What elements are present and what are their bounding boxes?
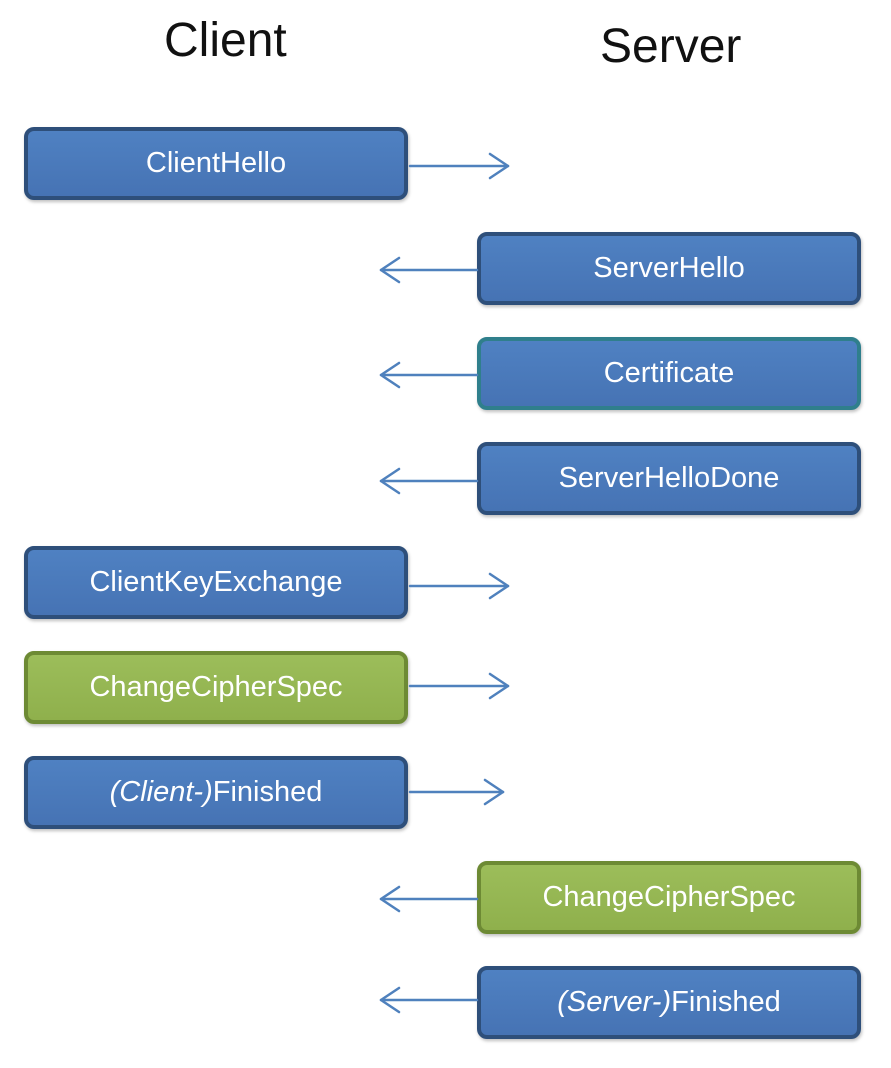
arrow-client-finished xyxy=(408,778,505,806)
client-key-exchange-box: ClientKeyExchange xyxy=(24,546,408,619)
change-cipher-spec-client-label: ChangeCipherSpec xyxy=(89,671,343,703)
change-cipher-spec-client-box: ChangeCipherSpec xyxy=(24,651,408,724)
arrow-server-hello xyxy=(379,256,479,284)
arrow-client-hello xyxy=(408,152,510,180)
client-finished-prefix: (Client-) xyxy=(109,776,213,808)
server-hello-done-box: ServerHelloDone xyxy=(477,442,861,515)
client-hello-label: ClientHello xyxy=(145,147,287,179)
server-hello-done-label: ServerHelloDone xyxy=(558,462,780,494)
server-finished-label: Finished xyxy=(671,986,781,1018)
client-column-title: Client xyxy=(164,14,287,67)
arrow-change-cipher-spec-server xyxy=(379,885,479,913)
client-finished-box: (Client-)Finished xyxy=(24,756,408,829)
server-hello-label: ServerHello xyxy=(593,252,745,284)
arrow-change-cipher-spec-client xyxy=(408,672,510,700)
arrow-server-hello-done xyxy=(379,467,479,495)
server-finished-box: (Server-)Finished xyxy=(477,966,861,1039)
certificate-label: Certificate xyxy=(603,357,735,389)
server-column-title: Server xyxy=(600,20,742,73)
client-key-exchange-label: ClientKeyExchange xyxy=(89,566,343,598)
client-hello-box: ClientHello xyxy=(24,127,408,200)
arrow-client-key-exchange xyxy=(408,572,510,600)
server-hello-box: ServerHello xyxy=(477,232,861,305)
change-cipher-spec-server-box: ChangeCipherSpec xyxy=(477,861,861,934)
arrow-certificate xyxy=(379,361,479,389)
server-finished-prefix: (Server-) xyxy=(557,986,672,1018)
change-cipher-spec-server-label: ChangeCipherSpec xyxy=(542,881,796,913)
arrow-server-finished xyxy=(379,986,479,1014)
certificate-box: Certificate xyxy=(477,337,861,410)
client-finished-label: Finished xyxy=(212,776,323,808)
